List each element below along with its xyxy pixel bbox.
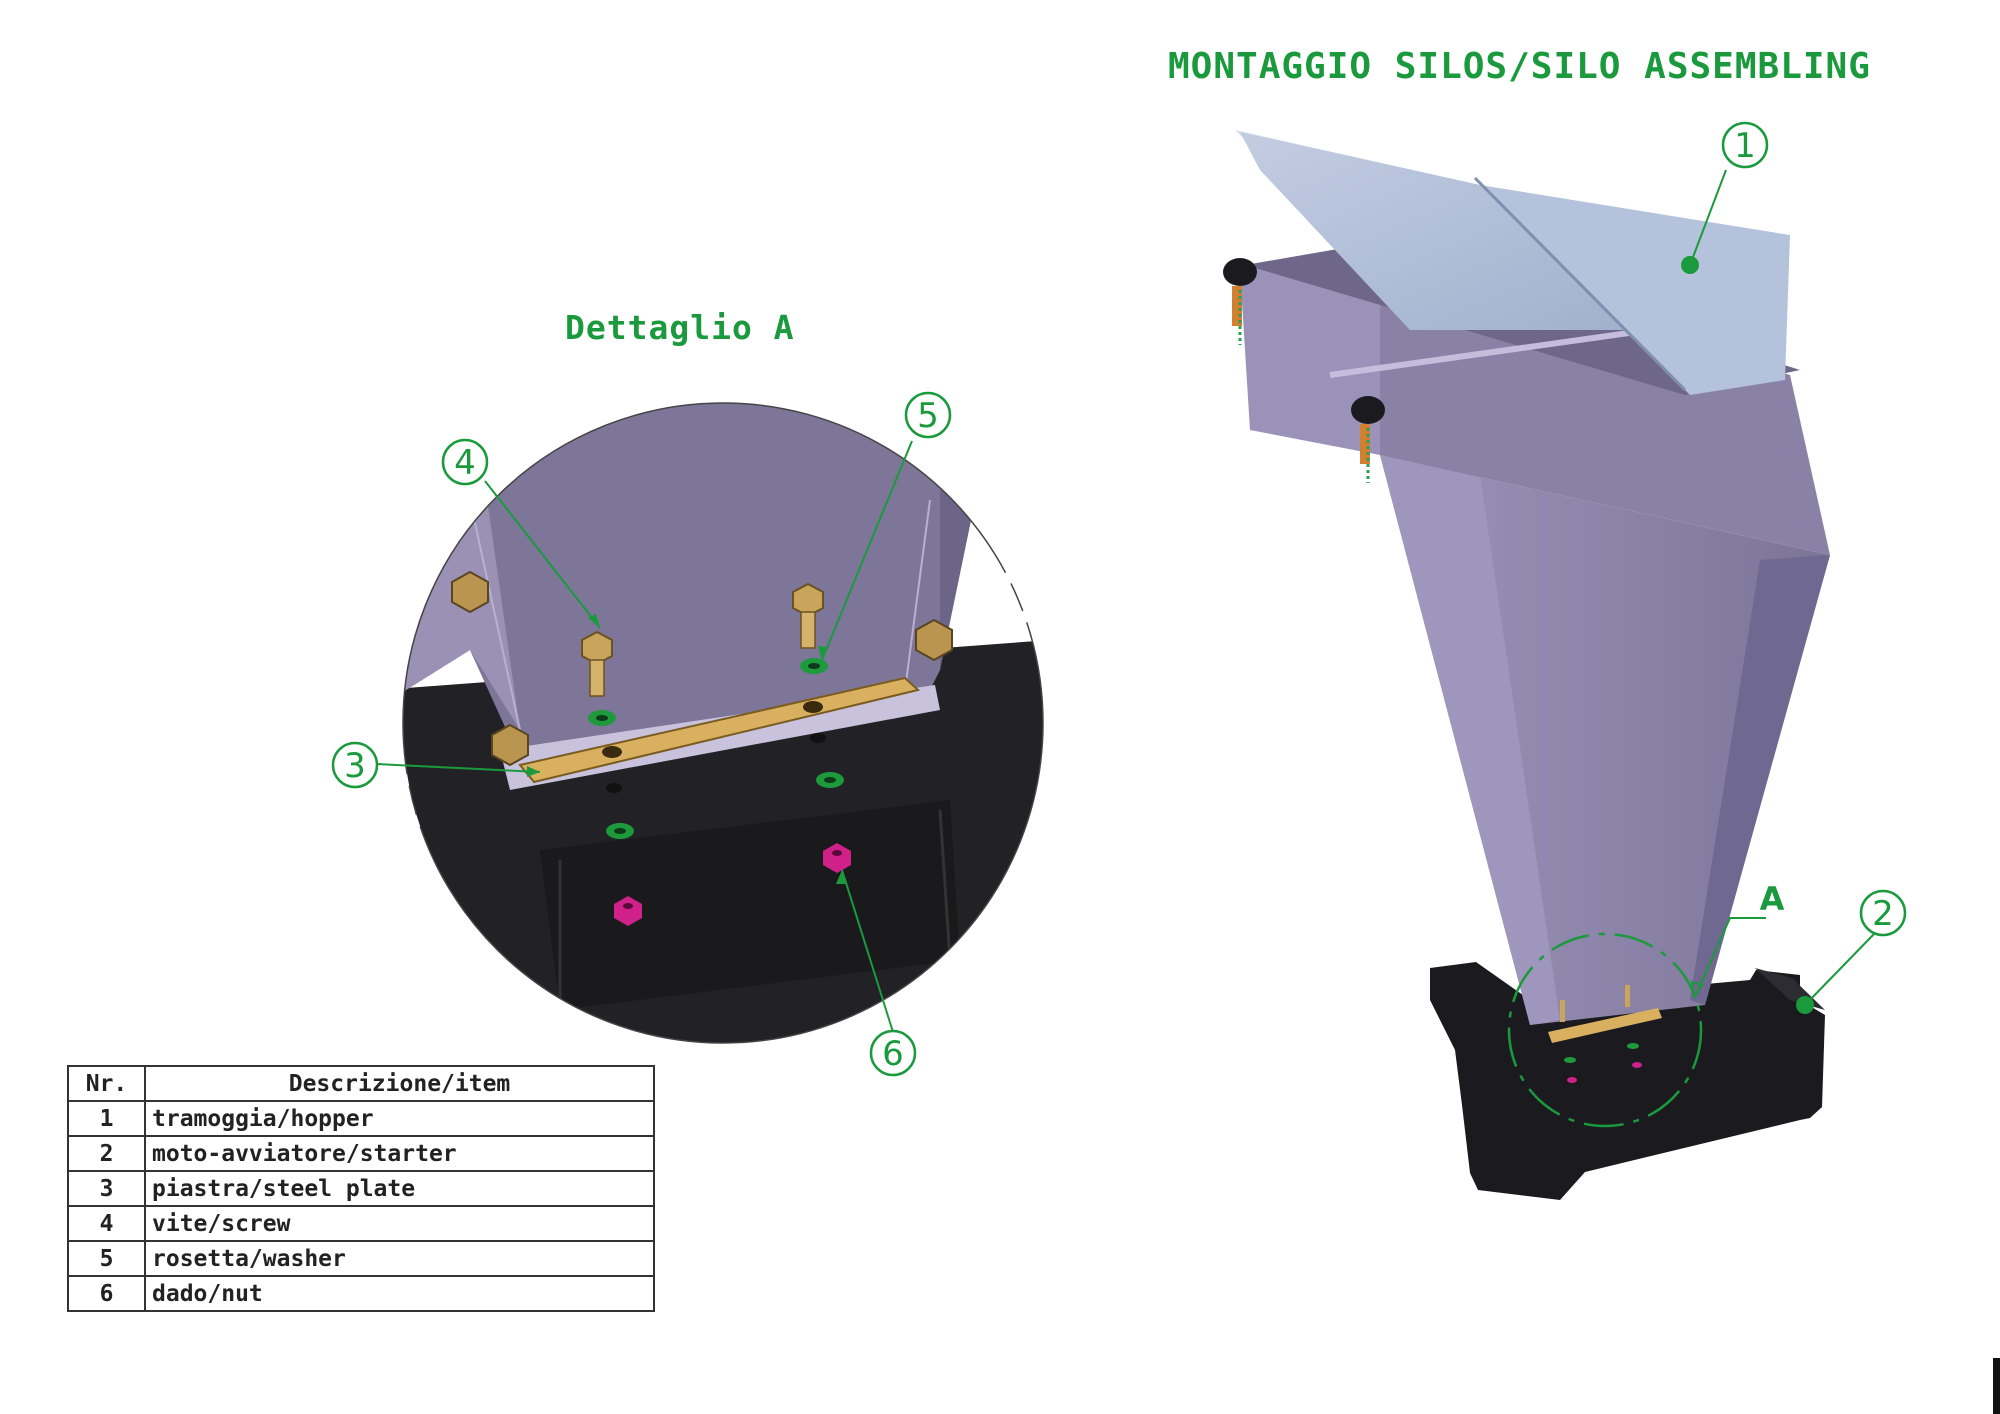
side-bolt-head	[915, 618, 953, 662]
callout-circle-5	[904, 391, 952, 439]
callout-label-2: 2	[1872, 894, 1894, 934]
callout-circle-1	[1721, 121, 1769, 169]
callout-circle-3	[331, 741, 379, 789]
table-row: 6 dado/nut	[67, 1275, 655, 1312]
legend-header-desc: Descrizione/item	[144, 1065, 655, 1102]
callout-label-4: 4	[454, 443, 476, 483]
nut	[823, 843, 851, 873]
callout-dot	[1681, 256, 1699, 274]
legend-desc: moto-avviatore/starter	[144, 1135, 655, 1172]
legend-desc: rosetta/washer	[144, 1240, 655, 1277]
main-title: MONTAGGIO SILOS/SILO ASSEMBLING	[1168, 46, 1871, 87]
lid-latch-knob	[1223, 258, 1257, 345]
legend-nr: 3	[67, 1170, 146, 1207]
legend-nr: 4	[67, 1205, 146, 1242]
side-bolt-head	[491, 723, 529, 767]
page-corner-mark	[1993, 1358, 2000, 1414]
callout-circle-4	[441, 438, 489, 486]
table-row: 2 moto-avviatore/starter	[67, 1135, 655, 1172]
silo-assembly	[1223, 130, 1830, 1200]
legend-nr: 5	[67, 1240, 146, 1277]
legend-desc: tramoggia/hopper	[144, 1100, 655, 1137]
starter-base	[1430, 962, 1825, 1200]
detail-a-letter: A	[1760, 880, 1785, 918]
legend-header-nr: Nr.	[67, 1065, 146, 1102]
table-row: 5 rosetta/washer	[67, 1240, 655, 1277]
legend-desc: dado/nut	[144, 1275, 655, 1312]
callout-label-6: 6	[882, 1034, 904, 1074]
parts-legend-table: Nr. Descrizione/item 1 tramoggia/hopper …	[67, 1065, 655, 1312]
table-row: 4 vite/screw	[67, 1205, 655, 1242]
table-row: 1 tramoggia/hopper	[67, 1100, 655, 1137]
callout-label-1: 1	[1734, 126, 1756, 166]
callout-label-3: 3	[344, 746, 366, 786]
table-row: 3 piastra/steel plate	[67, 1170, 655, 1207]
steel-plate-small	[1548, 1008, 1662, 1043]
detail-circle-outline	[402, 402, 1044, 1044]
side-bolt-head	[451, 570, 489, 614]
screw	[581, 630, 613, 697]
hopper-box-left	[1240, 245, 1380, 455]
callout-circle-2	[1859, 889, 1907, 937]
legend-header-row: Nr. Descrizione/item	[67, 1065, 655, 1102]
legend-nr: 6	[67, 1275, 146, 1312]
legend-desc: piastra/steel plate	[144, 1170, 655, 1207]
detail-a-marker	[1507, 932, 1703, 1128]
callout-circle-6	[869, 1029, 917, 1077]
nut	[614, 896, 642, 926]
detail-title: Dettaglio A	[565, 308, 795, 347]
hopper-lower-wall	[403, 403, 1000, 760]
legend-desc: vite/screw	[144, 1205, 655, 1242]
legend-nr: 2	[67, 1135, 146, 1172]
screw	[792, 582, 824, 649]
callout-dot	[1796, 996, 1814, 1014]
callout-label-5: 5	[917, 396, 939, 436]
legend-nr: 1	[67, 1100, 146, 1137]
starter-housing-block	[540, 800, 960, 1010]
lid-latch-knob	[1351, 396, 1385, 483]
